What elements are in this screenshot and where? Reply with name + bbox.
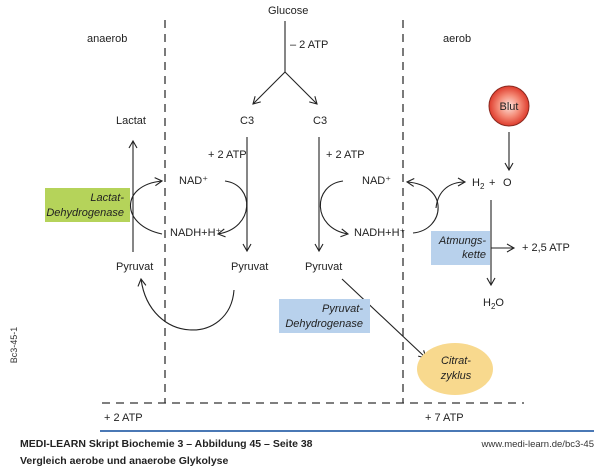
pdh-label-line2: Dehydrogenase — [285, 318, 363, 330]
h2o-label: H2O — [483, 297, 504, 311]
footer-divider — [100, 430, 594, 432]
figure-id: Bc3-45-1 — [9, 326, 19, 364]
arrow-to-c3-right — [284, 71, 318, 105]
nadh-right-label: NADH+H⁺ — [354, 227, 406, 239]
footer-subtitle: Vergleich aerobe und anaerobe Glykolyse — [20, 455, 229, 467]
pyruvat-aerob-label: Pyruvat — [305, 261, 342, 273]
atmungskette-label-line1: Atmungs- — [438, 235, 486, 247]
footer-title: MEDI-LEARN Skript Biochemie 3 – Abbildun… — [20, 438, 313, 450]
pyruvat-anaerob-label: Pyruvat — [116, 261, 153, 273]
atp-right-step: + 2 ATP — [326, 149, 365, 161]
ldh-enzyme-box — [45, 188, 130, 222]
atp-total-anaerob: + 2 ATP — [104, 412, 143, 424]
h2-label: H2 — [472, 177, 485, 191]
ldh-label-line1: Lactat- — [90, 192, 124, 204]
cycle-aerob-nad-arc — [405, 178, 439, 234]
citrat-label-line1: Citrat- — [441, 355, 471, 367]
atmungskette-label-line2: kette — [462, 249, 486, 261]
nad-left-label: NAD⁺ — [179, 175, 208, 187]
c3-left-label: C3 — [240, 115, 254, 127]
glucose-label: Glucose — [268, 5, 308, 17]
atp-left-step: + 2 ATP — [208, 149, 247, 161]
c3-right-label: C3 — [313, 115, 327, 127]
lactat-label: Lactat — [116, 115, 146, 127]
atmungskette-box — [431, 231, 490, 265]
pdh-enzyme-box — [279, 299, 370, 333]
blut-circle — [488, 85, 530, 127]
nad-right-label: NAD⁺ — [362, 175, 391, 187]
atp-atmungskette: + 2,5 ATP — [522, 242, 570, 254]
ldh-label-line2: Dehydrogenase — [46, 207, 124, 219]
atp-glucose-step: – 2 ATP — [290, 39, 328, 51]
region-anaerob-label: anaerob — [87, 33, 127, 45]
pyruvat-mid-label: Pyruvat — [231, 261, 268, 273]
o-label: O — [503, 177, 512, 189]
blut-label: Blut — [500, 101, 519, 113]
citratzyklus-ellipse — [417, 343, 493, 395]
plus-label: + — [489, 177, 495, 189]
atp-total-aerob: + 7 ATP — [425, 412, 464, 424]
pdh-label-line1: Pyruvat- — [322, 303, 363, 315]
nadh-left-label: NADH+H⁺ — [170, 227, 222, 239]
cycle-ldh-arc — [129, 177, 164, 235]
region-aerob-label: aerob — [443, 33, 471, 45]
footer-url[interactable]: www.medi-learn.de/bc3-45 — [481, 439, 594, 450]
cycle-aerob-h2-arc — [435, 177, 467, 209]
arrow-to-c3-left — [252, 71, 286, 105]
arc-pyruvat-to-anaerob — [137, 277, 235, 331]
cycle-right-glycolysis-arc — [319, 180, 350, 238]
cycle-left-glycolysis-arc — [216, 180, 248, 238]
citrat-label-line2: zyklus — [440, 370, 472, 382]
arrow-pyruvat-to-citrat — [341, 278, 427, 359]
